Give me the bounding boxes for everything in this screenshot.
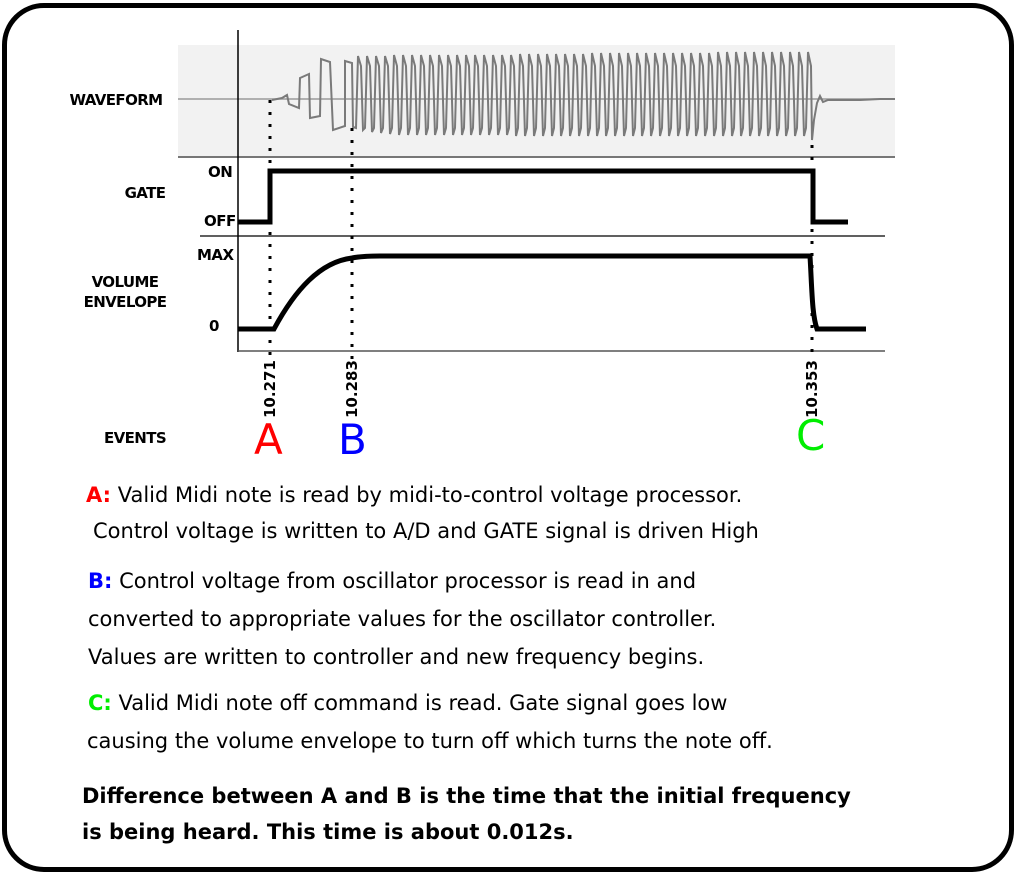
volume-envelope-signal <box>238 253 866 332</box>
description-a-line1: A: Valid Midi note is read by midi-to-co… <box>86 476 742 514</box>
summary-line1: Difference between A and B is the time t… <box>82 784 851 808</box>
description-b-tag: B: <box>88 569 113 593</box>
event-a-letter: A <box>254 415 283 464</box>
row-label-volume-line1: VOLUME <box>91 273 159 291</box>
description-c-text1: Valid Midi note off command is read. Gat… <box>111 691 728 715</box>
description-a-line2: Control voltage is written to A/D and GA… <box>93 519 759 543</box>
event-b-time: 10.283 <box>343 360 361 418</box>
event-b-letter: B <box>338 415 367 464</box>
description-c-tag: C: <box>88 691 112 715</box>
description-b-line3: Values are written to controller and new… <box>88 645 705 669</box>
summary-text: Difference between A and B is the time t… <box>82 778 851 850</box>
row-label-gate: GATE <box>124 184 166 202</box>
description-a-tag: A: <box>86 483 112 507</box>
row-label-volume-line2: ENVELOPE <box>83 293 167 311</box>
volume-max-label: MAX <box>197 246 234 264</box>
description-b-text1: Control voltage from oscillator processo… <box>112 569 697 593</box>
description-b-line2: converted to appropriate values for the … <box>88 607 717 631</box>
event-a-time: 10.271 <box>261 360 279 418</box>
row-label-volume-envelope: VOLUME ENVELOPE <box>70 272 180 312</box>
event-c-time: 10.353 <box>803 360 821 418</box>
event-c-letter: C <box>796 411 826 460</box>
description-c-line1: C: Valid Midi note off command is read. … <box>88 684 727 722</box>
volume-zero-label: 0 <box>209 317 219 335</box>
summary-line2: is being heard. This time is about 0.012… <box>82 820 574 844</box>
waveform-trace <box>271 51 895 141</box>
description-b-line1: B: Control voltage from oscillator proce… <box>88 562 696 600</box>
row-label-events: EVENTS <box>103 429 167 447</box>
gate-signal <box>238 168 848 225</box>
description-c-line2: causing the volume envelope to turn off … <box>87 729 773 753</box>
gate-off-label: OFF <box>204 212 236 230</box>
gate-on-label: ON <box>208 163 233 181</box>
row-label-waveform: WAVEFORM <box>69 91 164 109</box>
description-a-text1: Valid Midi note is read by midi-to-contr… <box>111 483 743 507</box>
